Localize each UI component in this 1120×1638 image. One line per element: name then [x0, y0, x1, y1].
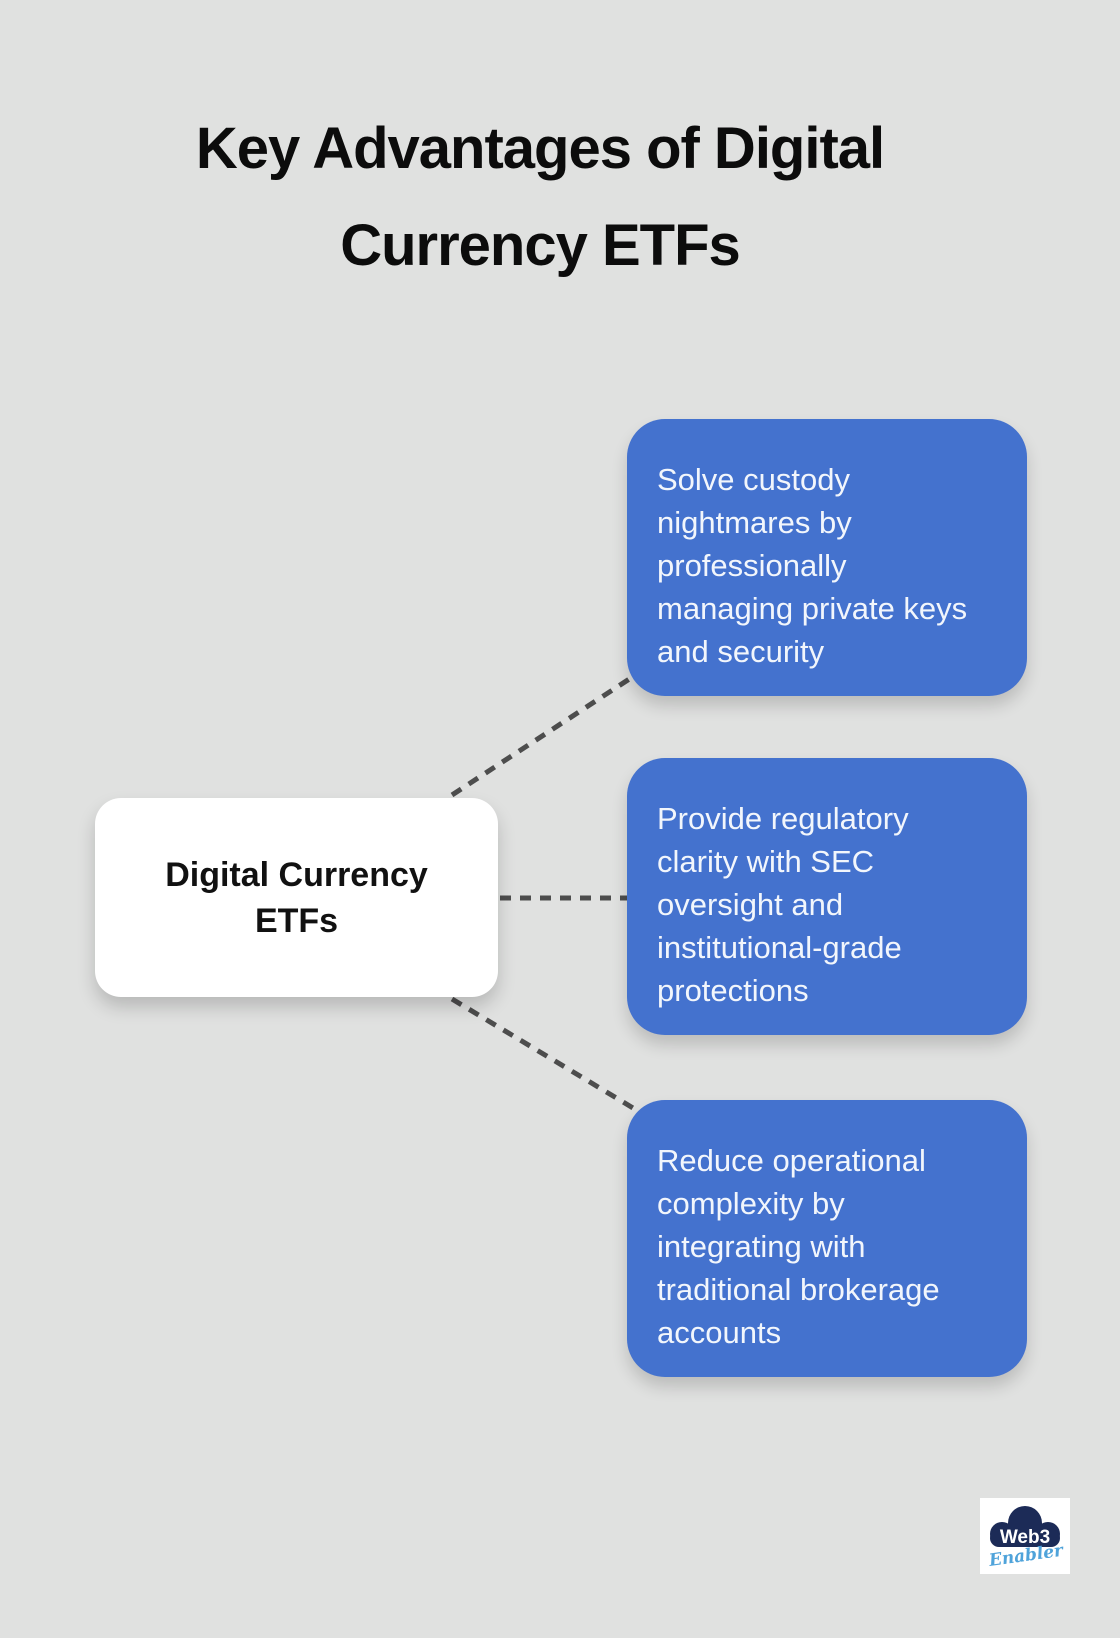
cloud-logo-icon: Web3 Enabler — [987, 1506, 1065, 1571]
advantage-card-custody: Solve custody nightmares by professional… — [627, 419, 1027, 696]
root-node-digital-currency-etfs: Digital Currency ETFs — [95, 798, 498, 997]
cloud-shape — [990, 1506, 1060, 1547]
page-title: Key Advantages of Digital Currency ETFs — [195, 116, 885, 278]
connector-root-to-card-3 — [450, 996, 640, 1114]
connector-root-to-card-1 — [450, 669, 642, 798]
advantage-card-regulatory: Provide regulatory clarity with SEC over… — [627, 758, 1027, 1035]
web3-enabler-logo: Web3 Enabler — [980, 1498, 1070, 1574]
advantage-card-operational: Reduce operational complexity by integra… — [627, 1100, 1027, 1377]
logo-primary-text: Web3 — [1000, 1527, 1050, 1548]
